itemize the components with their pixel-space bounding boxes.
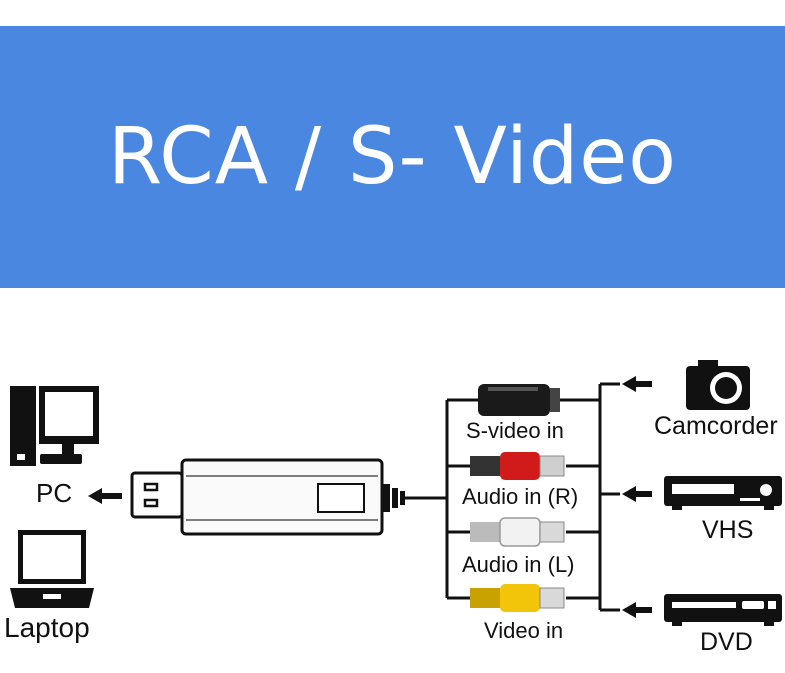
video-connector	[470, 584, 565, 612]
audio-l-label: Audio in (L)	[462, 552, 575, 577]
arrow-left-icon	[622, 376, 652, 618]
audio-r-label: Audio in (R)	[462, 484, 579, 509]
laptop-icon	[10, 530, 94, 608]
vhs-label: VHS	[702, 516, 754, 544]
svideo-connector	[478, 384, 560, 416]
svideo-label: S-video in	[466, 418, 564, 443]
banner-title: RCA / S- Video	[108, 112, 677, 202]
arrow-left-icon	[88, 488, 122, 504]
usb-plug-icon	[130, 471, 184, 519]
device-bracket	[560, 382, 620, 612]
audio-r-connector	[470, 452, 565, 480]
dvd-player-icon	[664, 594, 782, 626]
dvd-label: DVD	[700, 628, 753, 656]
splitter-cable	[405, 398, 480, 600]
laptop-label: Laptop	[4, 612, 90, 643]
monitor-icon	[10, 386, 99, 466]
camcorder-label: Camcorder	[654, 412, 778, 440]
audio-l-connector	[470, 517, 565, 547]
top-strip	[0, 0, 785, 26]
video-label: Video in	[484, 618, 564, 643]
title-banner: RCA / S- Video	[0, 26, 785, 288]
camera-icon	[686, 360, 750, 410]
pc-label: PC	[36, 478, 73, 508]
capture-device	[180, 458, 405, 536]
connection-diagram: PC Laptop S-video in Audio in (R) Audio …	[0, 288, 785, 673]
vhs-player-icon	[664, 476, 782, 510]
